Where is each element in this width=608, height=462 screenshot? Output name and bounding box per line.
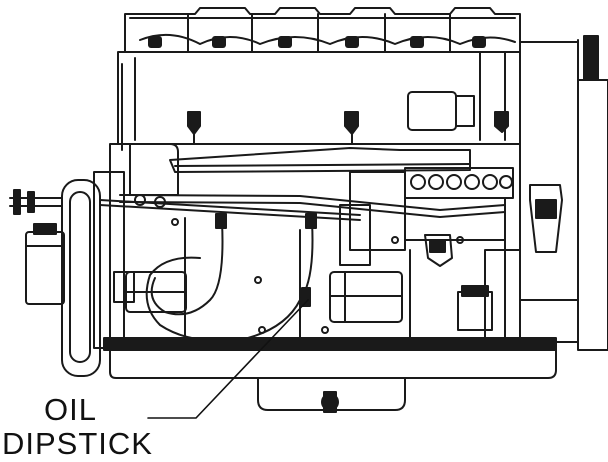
callout-label-dipstick: DIPSTICK (2, 426, 153, 461)
coolant-reservoir (25, 223, 65, 305)
callout-leader-line (147, 299, 309, 419)
oil-pan (103, 337, 557, 413)
callout-label-oil: OIL (44, 392, 97, 427)
flywheel-housing (519, 35, 608, 351)
oil-dipstick (145, 213, 317, 342)
crankcase (109, 143, 521, 346)
upper-block (117, 51, 521, 151)
starter-motor (329, 271, 403, 323)
valve-covers (124, 7, 521, 53)
injection-pump (404, 167, 514, 199)
block-bolts (171, 218, 464, 334)
